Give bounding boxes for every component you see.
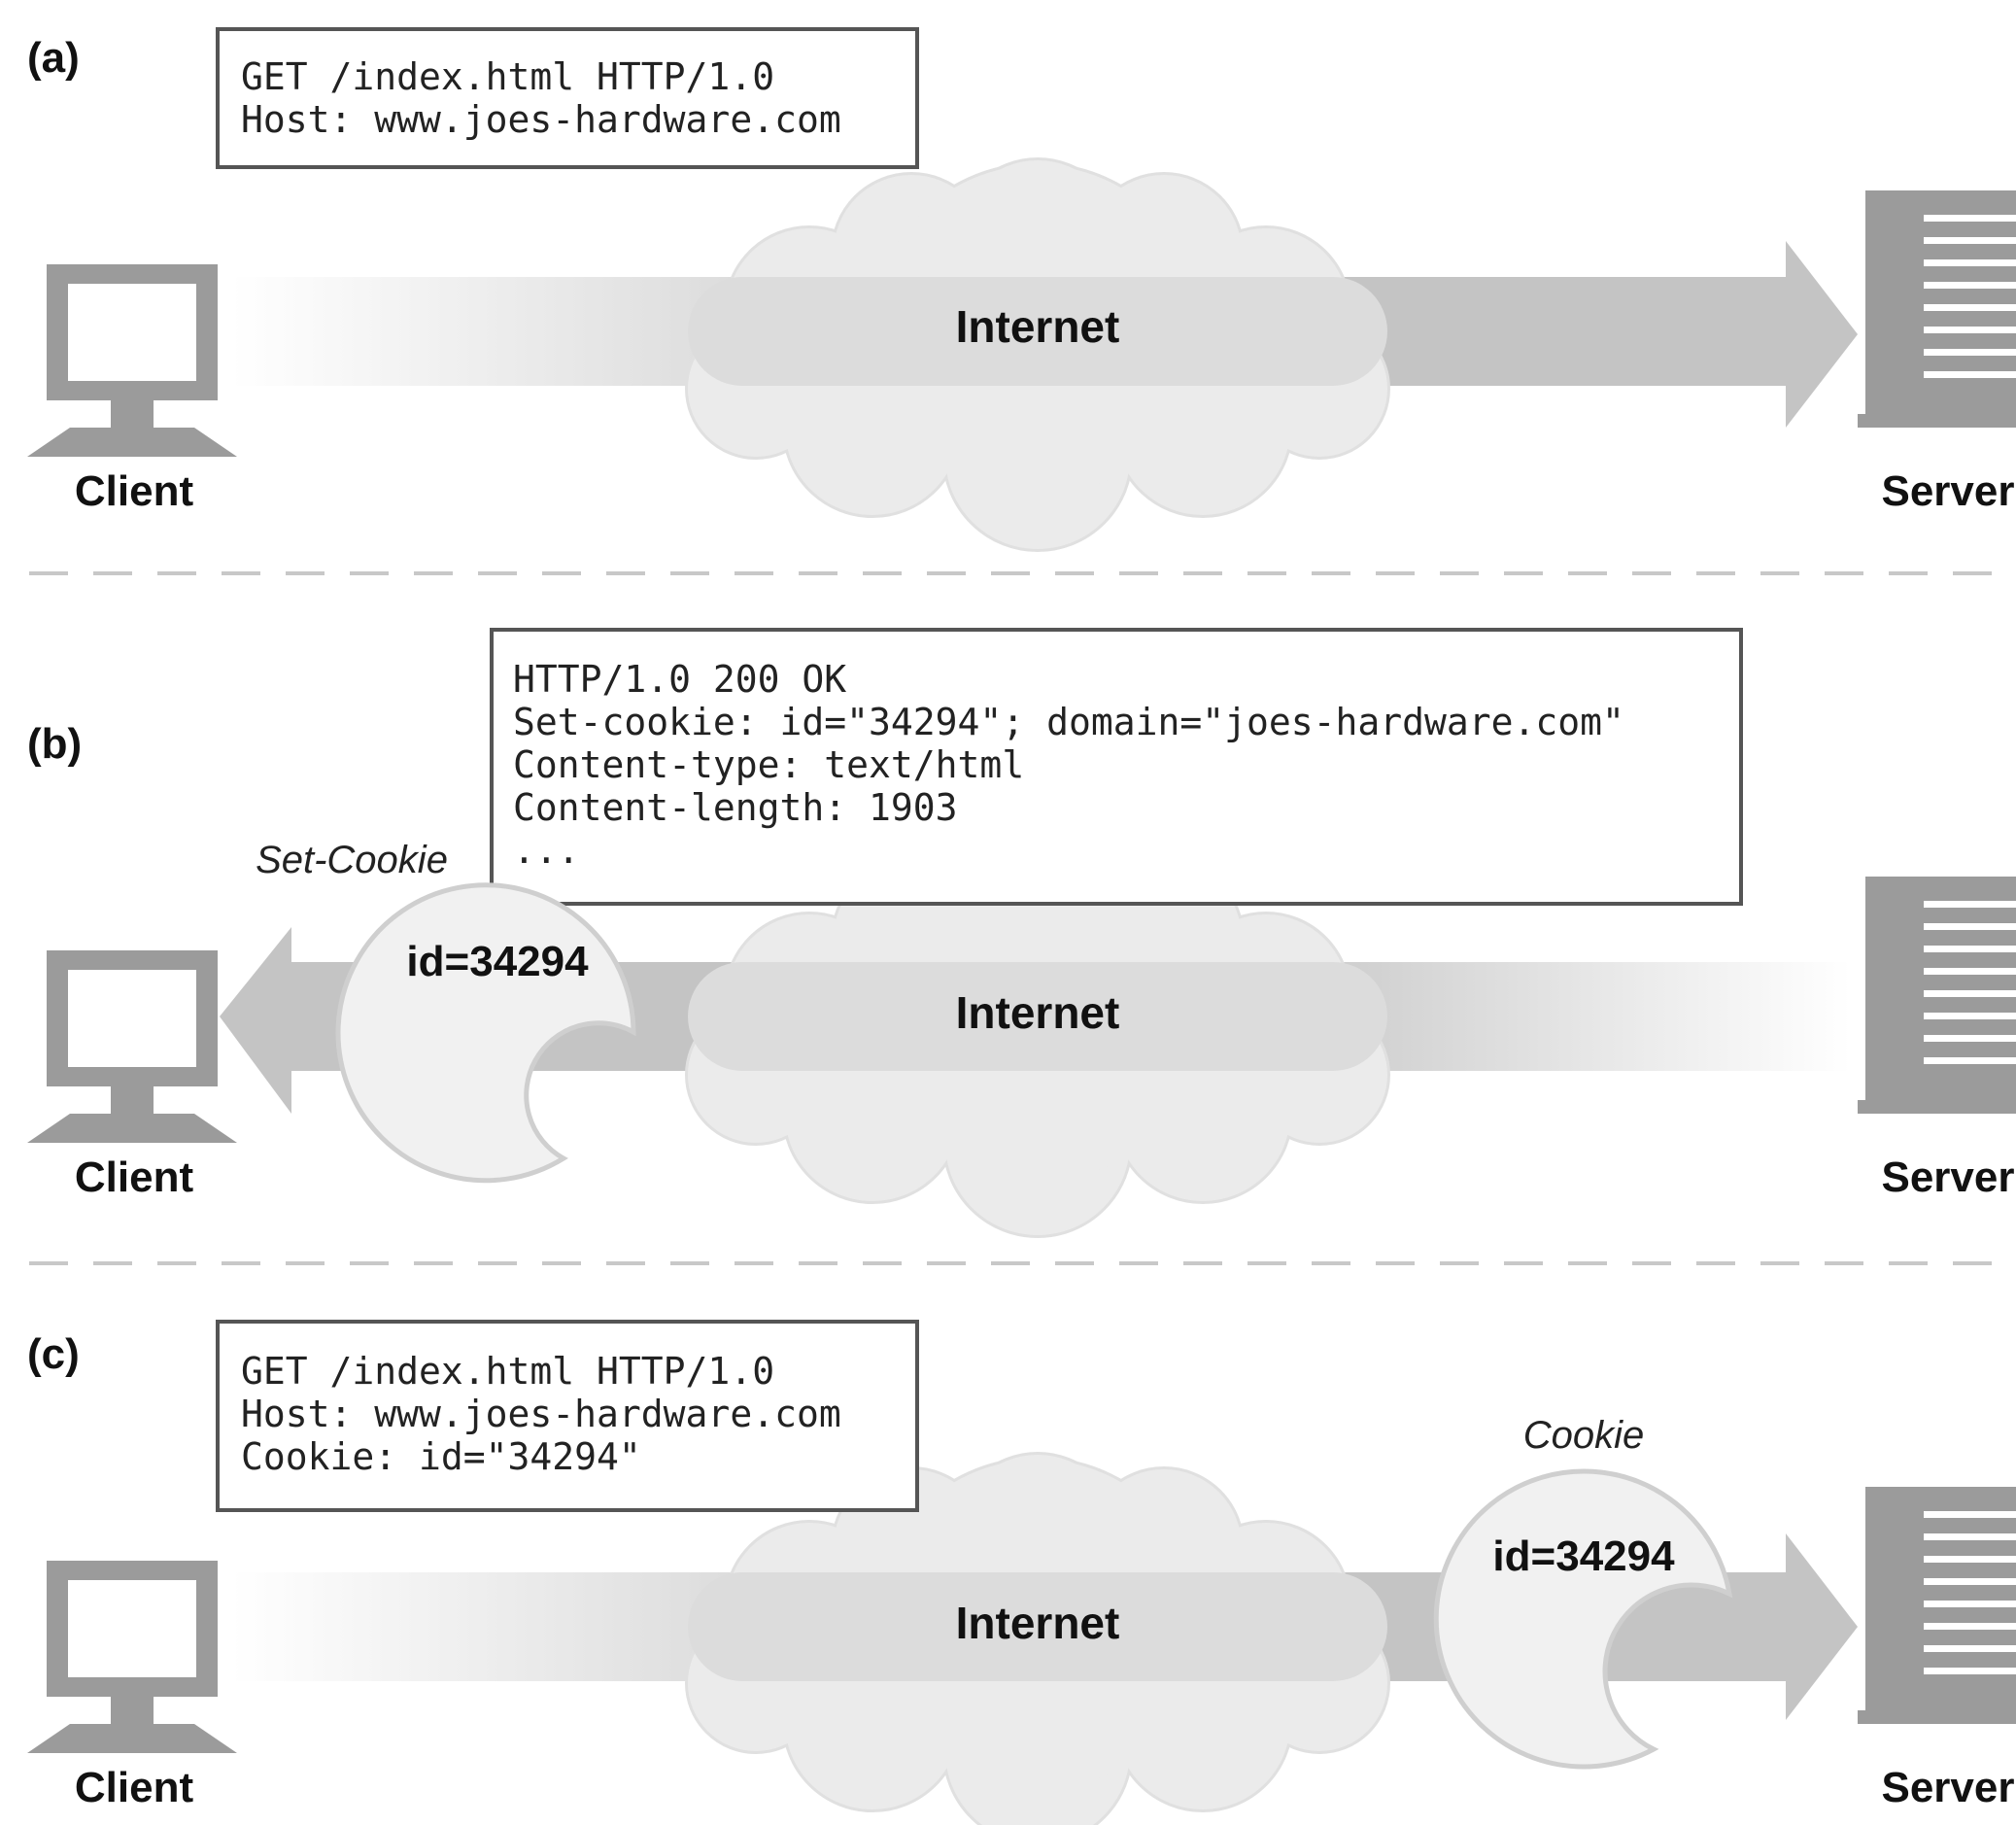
- http-message-box: [490, 628, 1743, 906]
- internet-cloud: Internet: [688, 160, 1387, 549]
- request-arrowhead: [1786, 241, 1858, 428]
- cookie-value: id=34294: [1492, 1532, 1675, 1580]
- client-label: Client: [75, 467, 194, 515]
- client-computer-icon: [27, 264, 237, 457]
- response-arrowhead: [220, 927, 291, 1114]
- message-line: Cookie: id="34294": [241, 1435, 641, 1478]
- server-icon: [1858, 877, 2016, 1114]
- message-line: ...: [513, 829, 580, 872]
- panel-label: (c): [27, 1330, 80, 1378]
- cookie-icon: id=34294: [335, 882, 636, 1184]
- server-label: Server: [1881, 1154, 2014, 1201]
- http-message-box: [216, 27, 919, 169]
- panel-b: (b) Internet HTTP/1.0 200 OK Set-cookie:…: [27, 628, 2016, 1235]
- cookie-title: Set-Cookie: [256, 839, 448, 881]
- message-line: GET /index.html HTTP/1.0: [241, 55, 774, 98]
- cookie-title: Cookie: [1523, 1414, 1645, 1457]
- message-line: HTTP/1.0 200 OK: [513, 658, 846, 701]
- client-label: Client: [75, 1154, 194, 1201]
- internet-label: Internet: [956, 1598, 1120, 1648]
- message-line: Content-length: 1903: [513, 786, 958, 829]
- panel-a: (a) Internet GET /index.html HTTP/1.0 Ho…: [27, 27, 2016, 549]
- request-arrowhead: [1786, 1533, 1858, 1720]
- internet-cloud: Internet: [688, 1455, 1387, 1825]
- server-label: Server: [1881, 467, 2014, 515]
- message-line: Set-cookie: id="34294"; domain="joes-har…: [513, 701, 1624, 743]
- client-label: Client: [75, 1764, 194, 1811]
- message-line: Host: www.joes-hardware.com: [241, 1393, 841, 1435]
- panel-c: (c) Internet GET /index.html HTTP/1.0 Ho…: [27, 1320, 2016, 1825]
- internet-cloud: Internet: [688, 846, 1387, 1235]
- message-line: Host: www.joes-hardware.com: [241, 98, 841, 141]
- panel-label: (b): [27, 720, 82, 768]
- message-line: GET /index.html HTTP/1.0: [241, 1350, 774, 1393]
- server-icon: [1858, 190, 2016, 428]
- message-line: Content-type: text/html: [513, 743, 1024, 786]
- client-computer-icon: [27, 950, 237, 1143]
- client-computer-icon: [27, 1561, 237, 1753]
- server-icon: [1858, 1487, 2016, 1724]
- internet-label: Internet: [956, 301, 1120, 352]
- cookie-value: id=34294: [406, 938, 589, 985]
- cookie-icon: id=34294: [1433, 1468, 1733, 1770]
- internet-label: Internet: [956, 987, 1120, 1038]
- http-message-box: [216, 1320, 919, 1512]
- server-label: Server: [1881, 1764, 2014, 1811]
- panel-label: (a): [27, 34, 80, 82]
